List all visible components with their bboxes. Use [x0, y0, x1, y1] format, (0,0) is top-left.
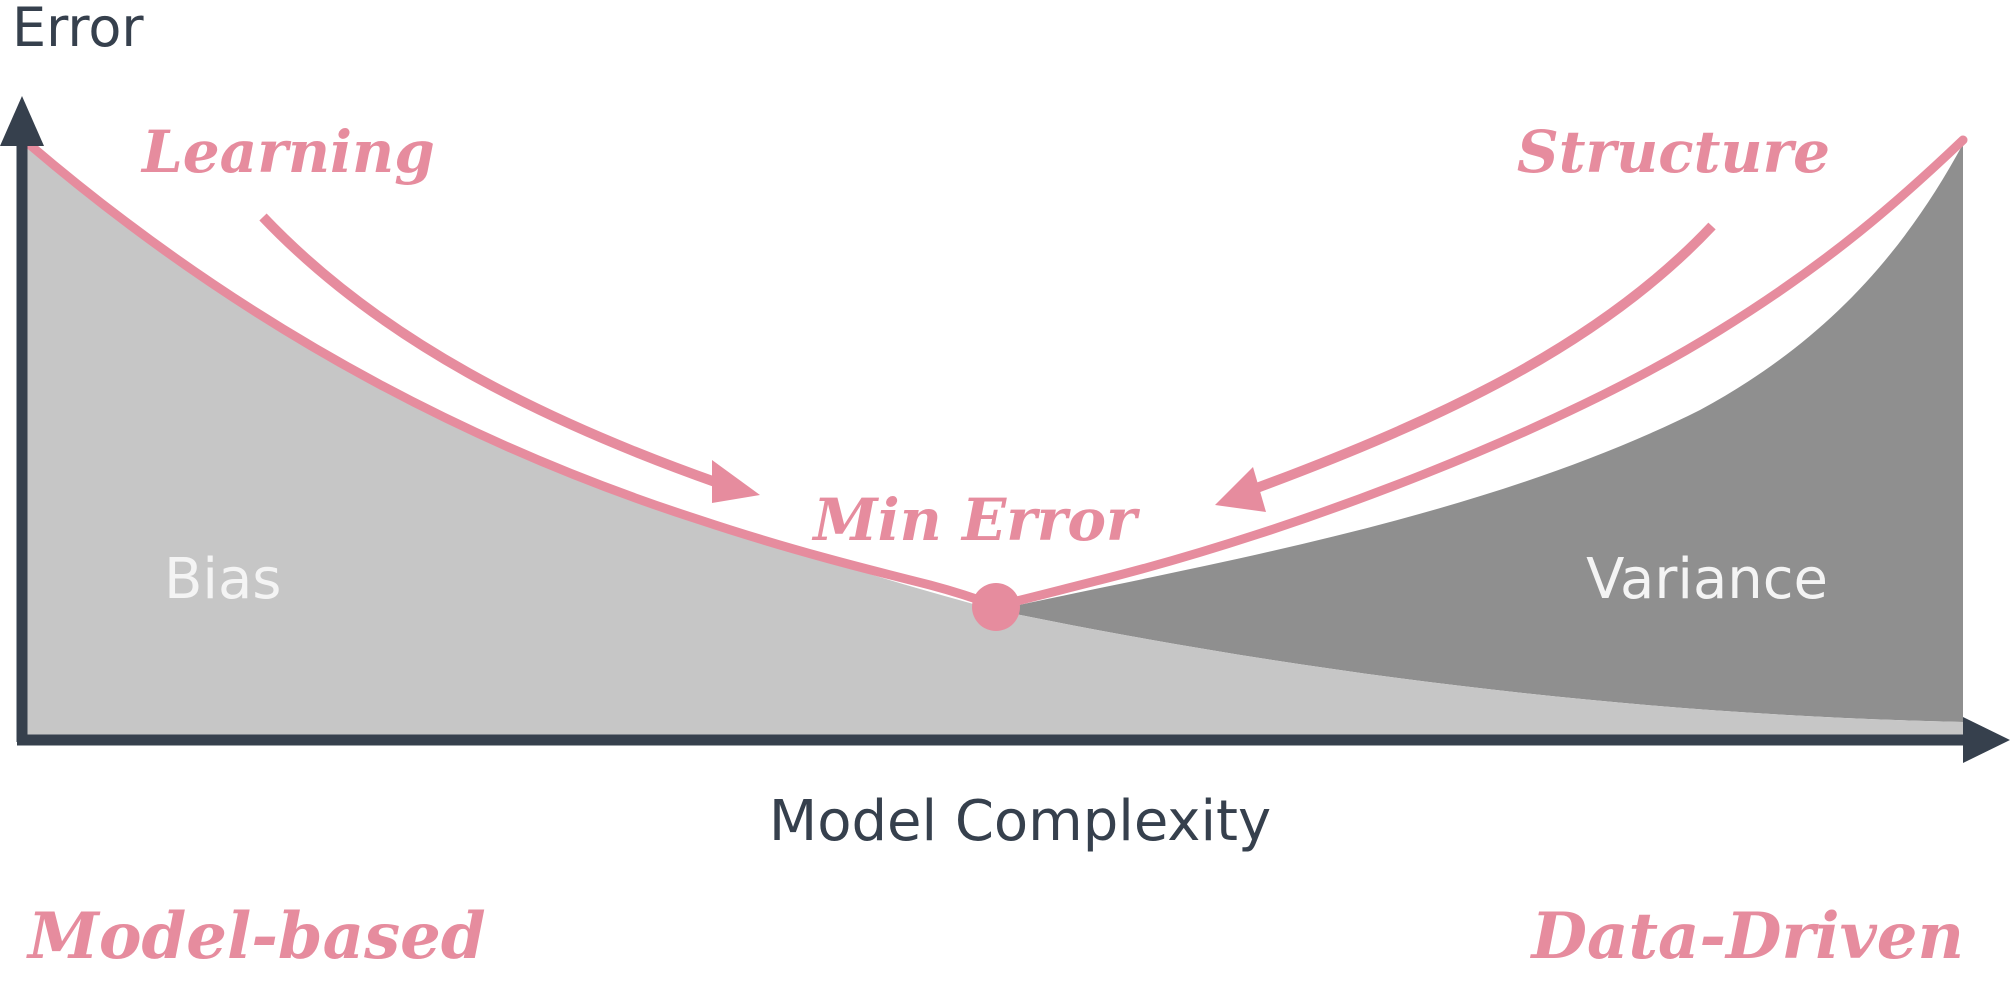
structure-arrowhead	[1215, 467, 1266, 512]
x-axis-arrowhead	[1963, 717, 2010, 763]
learning-arrow-shaft	[259, 213, 720, 488]
bias-label: Bias	[164, 547, 281, 612]
y-axis-arrowhead	[0, 96, 44, 146]
x-axis-title: Model Complexity	[769, 789, 1271, 854]
bias-region	[25, 140, 1963, 740]
learning-label: Learning	[140, 118, 435, 186]
min-error-label: Min Error	[811, 486, 1141, 554]
y-axis-title: Error	[12, 0, 144, 59]
model-based-label: Model-based	[26, 899, 486, 974]
variance-label: Variance	[1586, 547, 1828, 612]
structure-label: Structure	[1517, 118, 1830, 186]
min-error-point	[972, 583, 1020, 631]
data-driven-label: Data-Driven	[1529, 899, 1964, 974]
variance-region	[996, 144, 1963, 722]
learning-arrowhead	[712, 460, 760, 503]
structure-arrow-shaft	[1252, 222, 1716, 494]
